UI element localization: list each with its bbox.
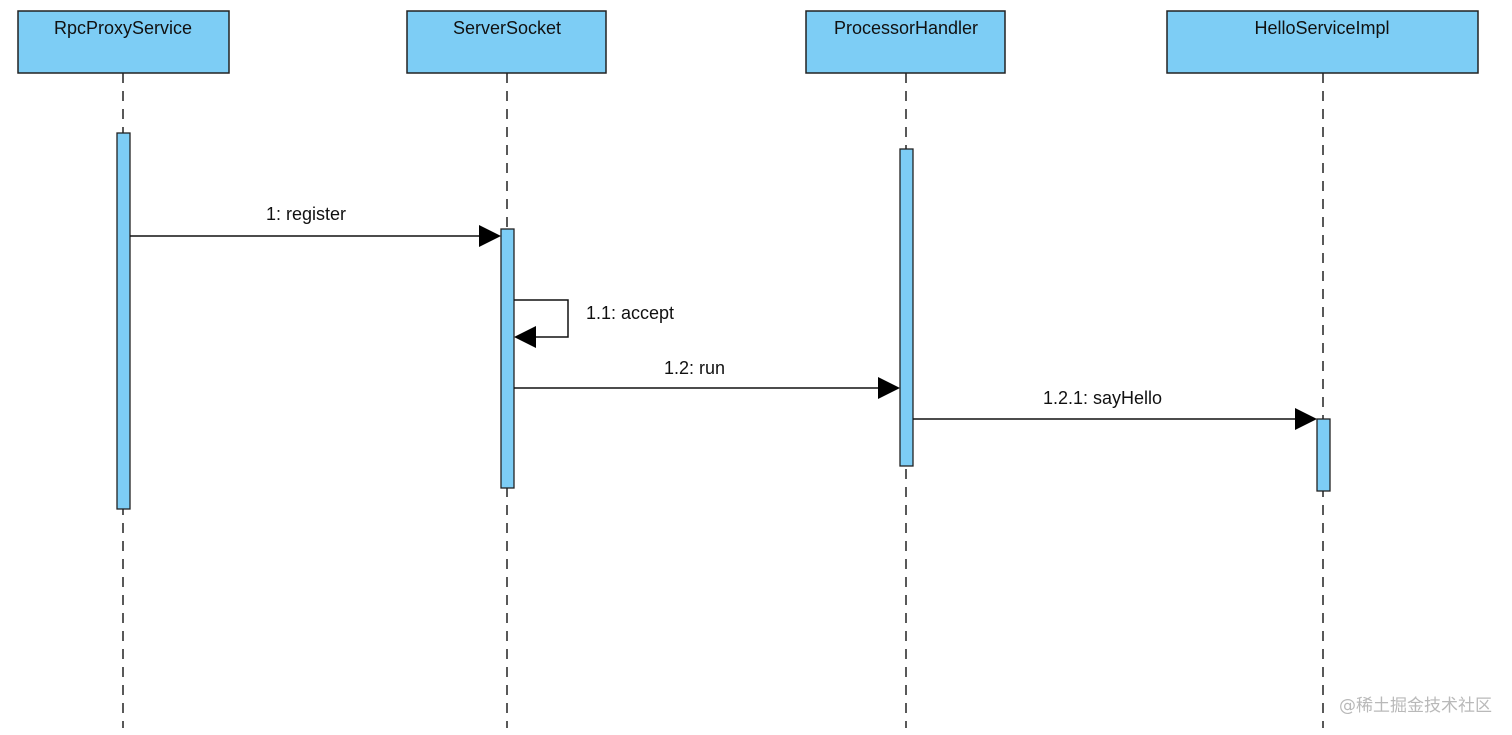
participant-label: HelloServiceImpl [1254,18,1389,38]
participant-serversocket: ServerSocket [406,10,607,74]
arrowhead-icon [1295,408,1317,430]
participant-label: RpcProxyService [54,18,192,38]
participant-box [17,10,230,74]
participant-label: ProcessorHandler [834,18,978,38]
participant-processorhandler: ProcessorHandler [805,10,1006,74]
watermark: @稀土掘金技术社区 [1339,696,1492,716]
arrowhead-icon [878,377,900,399]
message-sayhello: 1.2.1: sayHello [913,388,1317,430]
activation-processorhandler [899,148,914,467]
message-run: 1.2: run [514,358,900,399]
message-label: 1.2: run [664,358,725,378]
message-register: 1: register [130,204,501,247]
activation-serversocket [500,228,515,489]
arrowhead-icon [514,326,536,348]
arrowhead-icon [479,225,501,247]
message-line [514,299,569,338]
activation-helloserviceimpl [1316,418,1331,492]
participant-box [1166,10,1479,74]
message-label: 1.1: accept [586,303,674,323]
activation-rpcproxyservice [116,132,131,510]
message-accept: 1.1: accept [514,299,674,348]
participant-helloserviceimpl: HelloServiceImpl [1166,10,1479,74]
participant-box [805,10,1006,74]
message-label: 1: register [266,204,346,224]
participant-label: ServerSocket [453,18,561,38]
message-label: 1.2.1: sayHello [1043,388,1162,408]
participant-rpcproxyservice: RpcProxyService [17,10,230,74]
participant-box [406,10,607,74]
